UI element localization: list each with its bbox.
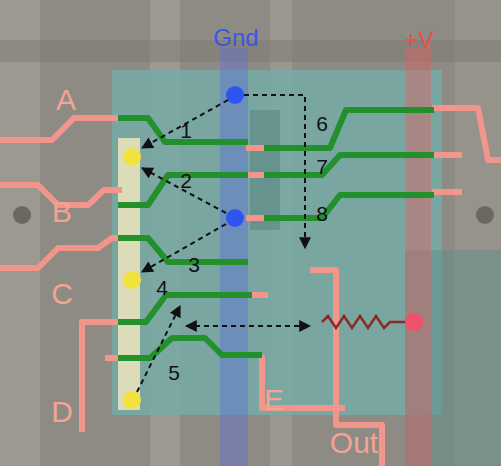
gate-5 xyxy=(118,338,262,358)
signal-name: A xyxy=(56,85,76,115)
diffusion xyxy=(250,110,280,230)
via xyxy=(476,206,494,224)
gate-3 xyxy=(118,238,248,262)
callout-number: 1 xyxy=(180,120,192,141)
gate-lines xyxy=(118,110,434,358)
current-arrow xyxy=(244,95,305,248)
contact-dot xyxy=(123,148,141,166)
callout-number: 3 xyxy=(188,254,200,275)
metal-link xyxy=(250,292,268,298)
contact-strip xyxy=(118,138,140,410)
callout-number: 7 xyxy=(316,156,328,177)
signal-name: E xyxy=(264,385,284,415)
gate-6 xyxy=(264,110,434,148)
contact-dot xyxy=(123,391,141,409)
via xyxy=(13,206,31,224)
input-a-trace xyxy=(0,118,122,140)
signal-name: D xyxy=(51,397,73,427)
vplus-contact xyxy=(405,313,423,331)
current-arrow xyxy=(137,306,180,392)
callout-number: 2 xyxy=(180,170,192,191)
current-arrow xyxy=(142,224,226,272)
input-c-trace xyxy=(0,238,122,268)
current-arrow xyxy=(142,100,228,148)
callout-number: 5 xyxy=(168,362,180,383)
metal-traces xyxy=(0,108,501,466)
gate-8 xyxy=(264,195,434,218)
callout-number: 6 xyxy=(316,113,328,134)
gnd-band xyxy=(220,48,248,466)
die-stripe xyxy=(0,0,40,466)
current-paths xyxy=(137,95,310,392)
rail-name: Gnd xyxy=(213,26,258,50)
current-arrow xyxy=(186,325,310,327)
signal-name: C xyxy=(51,279,73,309)
metal-link xyxy=(246,145,266,151)
gnd-contact xyxy=(226,86,244,104)
rail-name: +V xyxy=(404,28,434,52)
resistor-symbol xyxy=(322,316,405,328)
contact-dot xyxy=(123,271,141,289)
current-arrow xyxy=(142,168,226,213)
gate-7 xyxy=(264,155,434,175)
input-d-trace xyxy=(82,322,122,432)
metal-trace xyxy=(432,152,462,158)
gate-4 xyxy=(118,295,252,322)
metal-trace xyxy=(432,108,501,160)
callout-number: 4 xyxy=(156,277,168,298)
out-trace xyxy=(310,270,382,466)
gate-1 xyxy=(118,118,248,142)
metal-trace xyxy=(432,189,462,195)
signal-name: Out xyxy=(330,428,378,458)
callout-number: 8 xyxy=(316,203,328,224)
gnd-contact xyxy=(226,209,244,227)
signal-name: B xyxy=(52,197,72,227)
metal-link xyxy=(246,172,266,178)
active-region xyxy=(112,70,442,415)
metal-link xyxy=(246,215,266,221)
